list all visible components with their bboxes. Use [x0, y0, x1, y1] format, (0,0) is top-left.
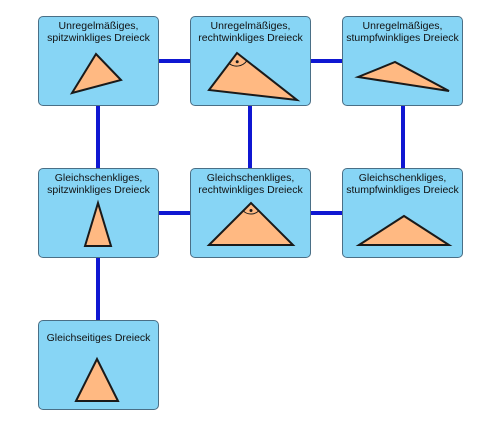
- node-isosceles-right: Gleichschenkliges, rechtwinkliges Dreiec…: [190, 168, 311, 258]
- node-isosceles-obtuse: Gleichschenkliges, stumpfwinkliges Dreie…: [342, 168, 463, 258]
- irregular-obtuse-triangle-icon: [354, 60, 450, 92]
- node-label: Gleichschenkliges, spitzwinkliges Dreiec…: [47, 172, 150, 196]
- connector-col2: [248, 105, 252, 169]
- connector-row2-right: [311, 211, 343, 215]
- node-label: Gleichseitiges Dreieck: [46, 332, 151, 344]
- irregular-right-triangle-icon: [207, 51, 301, 102]
- isosceles-obtuse-triangle-icon: [355, 214, 453, 246]
- node-label: Unregelmäßiges, stumpfwinkliges Dreieck: [346, 20, 459, 44]
- node-label: Unregelmäßiges, rechtwinkliges Dreieck: [198, 20, 303, 44]
- connector-row2-left: [159, 211, 191, 215]
- node-irregular-acute: Unregelmäßiges, spitzwinkliges Dreieck: [38, 16, 159, 106]
- connector-row1-right: [311, 59, 343, 63]
- node-irregular-obtuse: Unregelmäßiges, stumpfwinkliges Dreieck: [342, 16, 463, 106]
- node-irregular-right: Unregelmäßiges, rechtwinkliges Dreieck: [190, 16, 311, 106]
- connector-col3: [401, 105, 405, 169]
- isosceles-acute-triangle-icon: [83, 199, 113, 247]
- equilateral-triangle-icon: [74, 356, 120, 402]
- isosceles-right-triangle-icon: [206, 201, 296, 246]
- connector-row1-left: [159, 59, 191, 63]
- irregular-acute-triangle-icon: [69, 52, 123, 95]
- node-label: Gleichschenkliges, stumpfwinkliges Dreie…: [346, 172, 459, 196]
- node-label: Gleichschenkliges, rechtwinkliges Dreiec…: [198, 172, 303, 196]
- node-equilateral: Gleichseitiges Dreieck: [38, 320, 159, 410]
- connector-col1-bottom: [96, 257, 100, 321]
- connector-col1-top: [96, 105, 100, 169]
- node-isosceles-acute: Gleichschenkliges, spitzwinkliges Dreiec…: [38, 168, 159, 258]
- node-label: Unregelmäßiges, spitzwinkliges Dreieck: [47, 20, 150, 44]
